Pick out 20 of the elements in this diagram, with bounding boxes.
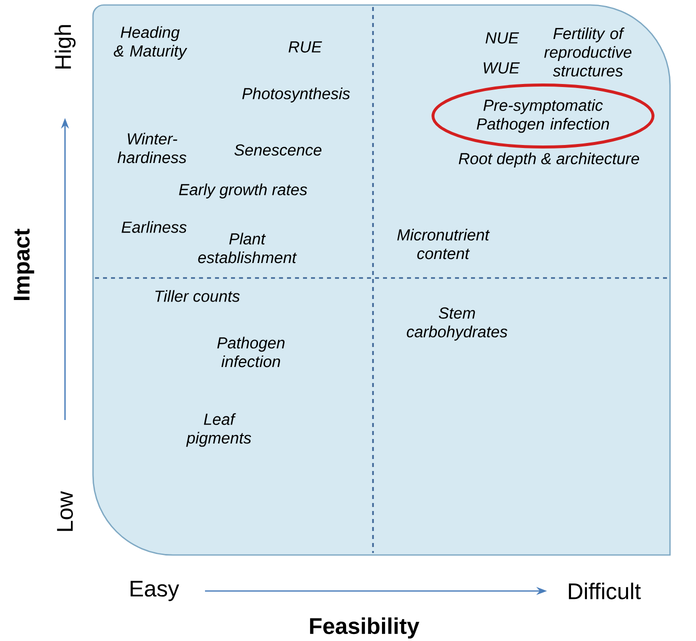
trait-label: Stem carbohydrates (406, 307, 508, 341)
axis-label: Easy (130, 580, 180, 602)
trait-label: Pathogen infection (217, 336, 285, 368)
trait-label: Photosynthesis (242, 88, 350, 102)
axis-label: Low (57, 491, 73, 531)
trait-label: NUE (486, 32, 520, 44)
trait-label: RUE (288, 41, 322, 53)
trait-label: Leaf pigments (186, 413, 252, 447)
trait-label: Senescence (234, 144, 322, 156)
trait-label: Micronutrient content (397, 228, 490, 260)
trait-label: Plant establishment (198, 232, 297, 264)
axis-label: Difficult (568, 582, 641, 600)
axis-label: Feasibility (310, 617, 420, 639)
axis-label: Impact (14, 228, 34, 300)
trait-label: Early growth rates (179, 184, 308, 198)
trait-label: Earliness (122, 221, 187, 233)
axis-label: High (54, 25, 76, 68)
trait-label: Tiller counts (155, 290, 240, 302)
trait-label: Heading & Maturity (114, 26, 188, 60)
trait-label: Winter- hardiness (118, 132, 186, 164)
